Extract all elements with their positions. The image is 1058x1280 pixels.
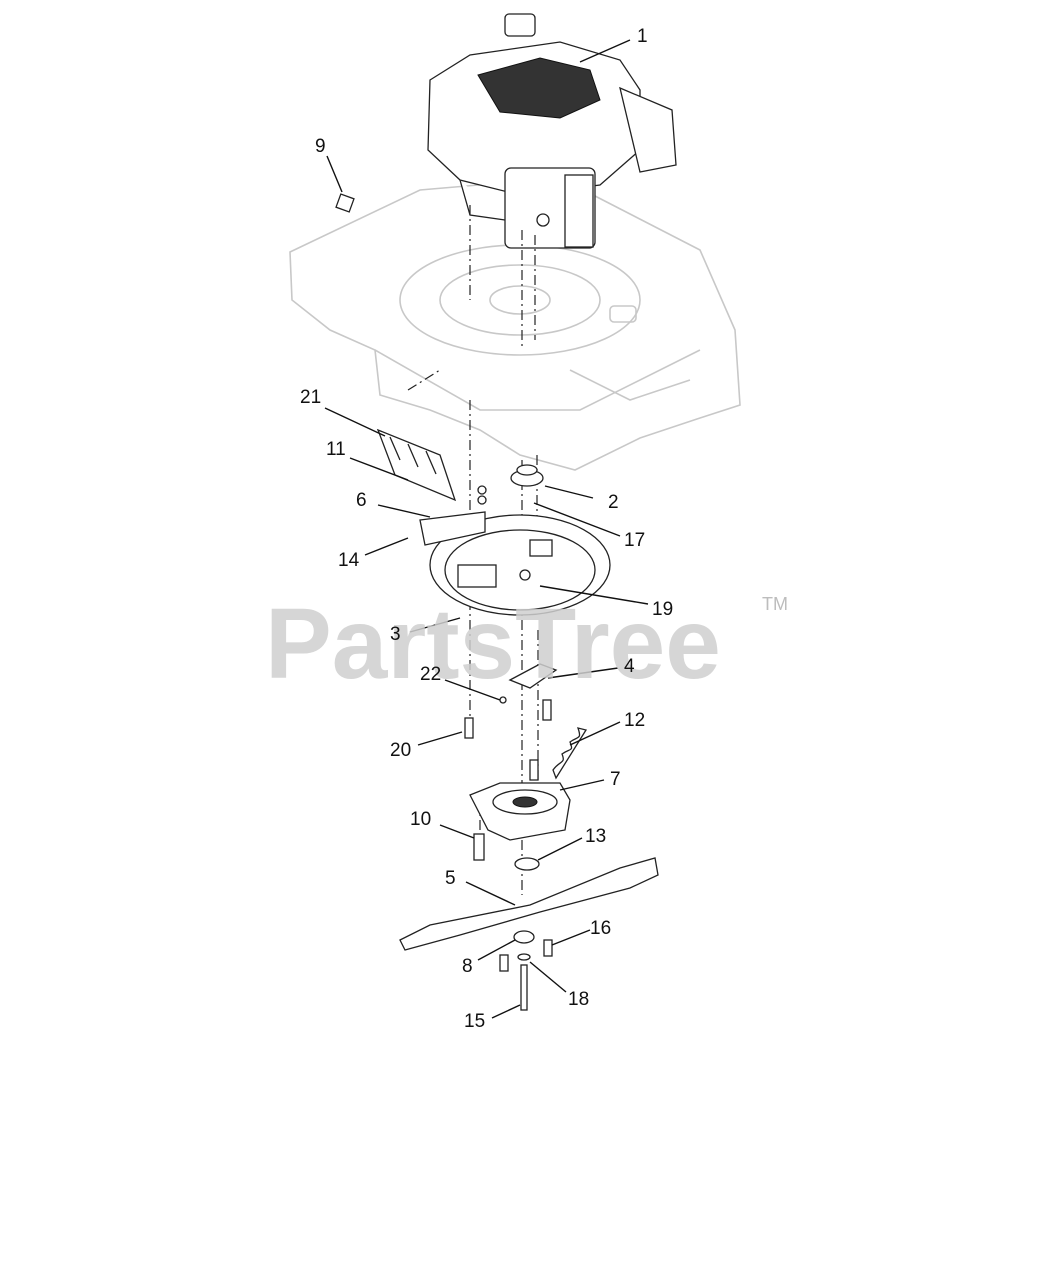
leader-lines bbox=[324, 39, 649, 1019]
svg-text:PartsTree: PartsTree bbox=[265, 588, 721, 700]
spring-icon bbox=[552, 727, 588, 780]
svg-text:TM: TM bbox=[762, 594, 788, 614]
blade-adapter-icon bbox=[469, 782, 571, 841]
callout-21: 21 bbox=[300, 387, 321, 408]
callout-13: 13 bbox=[585, 826, 606, 847]
bearing-icon bbox=[510, 464, 544, 487]
callout-14: 14 bbox=[338, 550, 360, 571]
washer-icon bbox=[514, 857, 540, 871]
callout-17: 17 bbox=[624, 530, 645, 551]
callout-9: 9 bbox=[315, 136, 326, 157]
callout-10: 10 bbox=[410, 809, 431, 830]
callout-5: 5 bbox=[445, 868, 456, 889]
callout-20: 20 bbox=[390, 740, 411, 761]
watermark: PartsTree TM bbox=[265, 588, 788, 700]
engine-icon bbox=[427, 13, 677, 249]
callout-1: 1 bbox=[637, 26, 648, 47]
brake-lever-icon bbox=[508, 663, 558, 689]
nut-icon bbox=[335, 193, 355, 213]
bolt-icons bbox=[464, 696, 552, 861]
callout-19: 19 bbox=[652, 599, 673, 620]
callout-8: 8 bbox=[462, 956, 473, 977]
callout-6: 6 bbox=[356, 490, 367, 511]
callout-18: 18 bbox=[568, 989, 589, 1010]
baffle-icon bbox=[376, 428, 457, 502]
callout-22: 22 bbox=[420, 664, 441, 685]
blade-hardware-icons bbox=[499, 930, 553, 1011]
blade-icon bbox=[399, 857, 659, 951]
callout-2: 2 bbox=[608, 492, 619, 513]
callout-15: 15 bbox=[464, 1011, 485, 1032]
callout-12: 12 bbox=[624, 710, 645, 731]
callout-3: 3 bbox=[390, 624, 401, 645]
callout-labels: 1 2 3 4 5 6 7 8 9 10 11 12 13 14 15 16 1… bbox=[300, 26, 673, 1032]
blade-brake-icon bbox=[419, 485, 611, 616]
callout-4: 4 bbox=[624, 656, 635, 677]
callout-16: 16 bbox=[590, 918, 611, 939]
callout-7: 7 bbox=[610, 769, 621, 790]
mower-deck-icon bbox=[289, 177, 741, 471]
callout-11: 11 bbox=[326, 439, 346, 460]
